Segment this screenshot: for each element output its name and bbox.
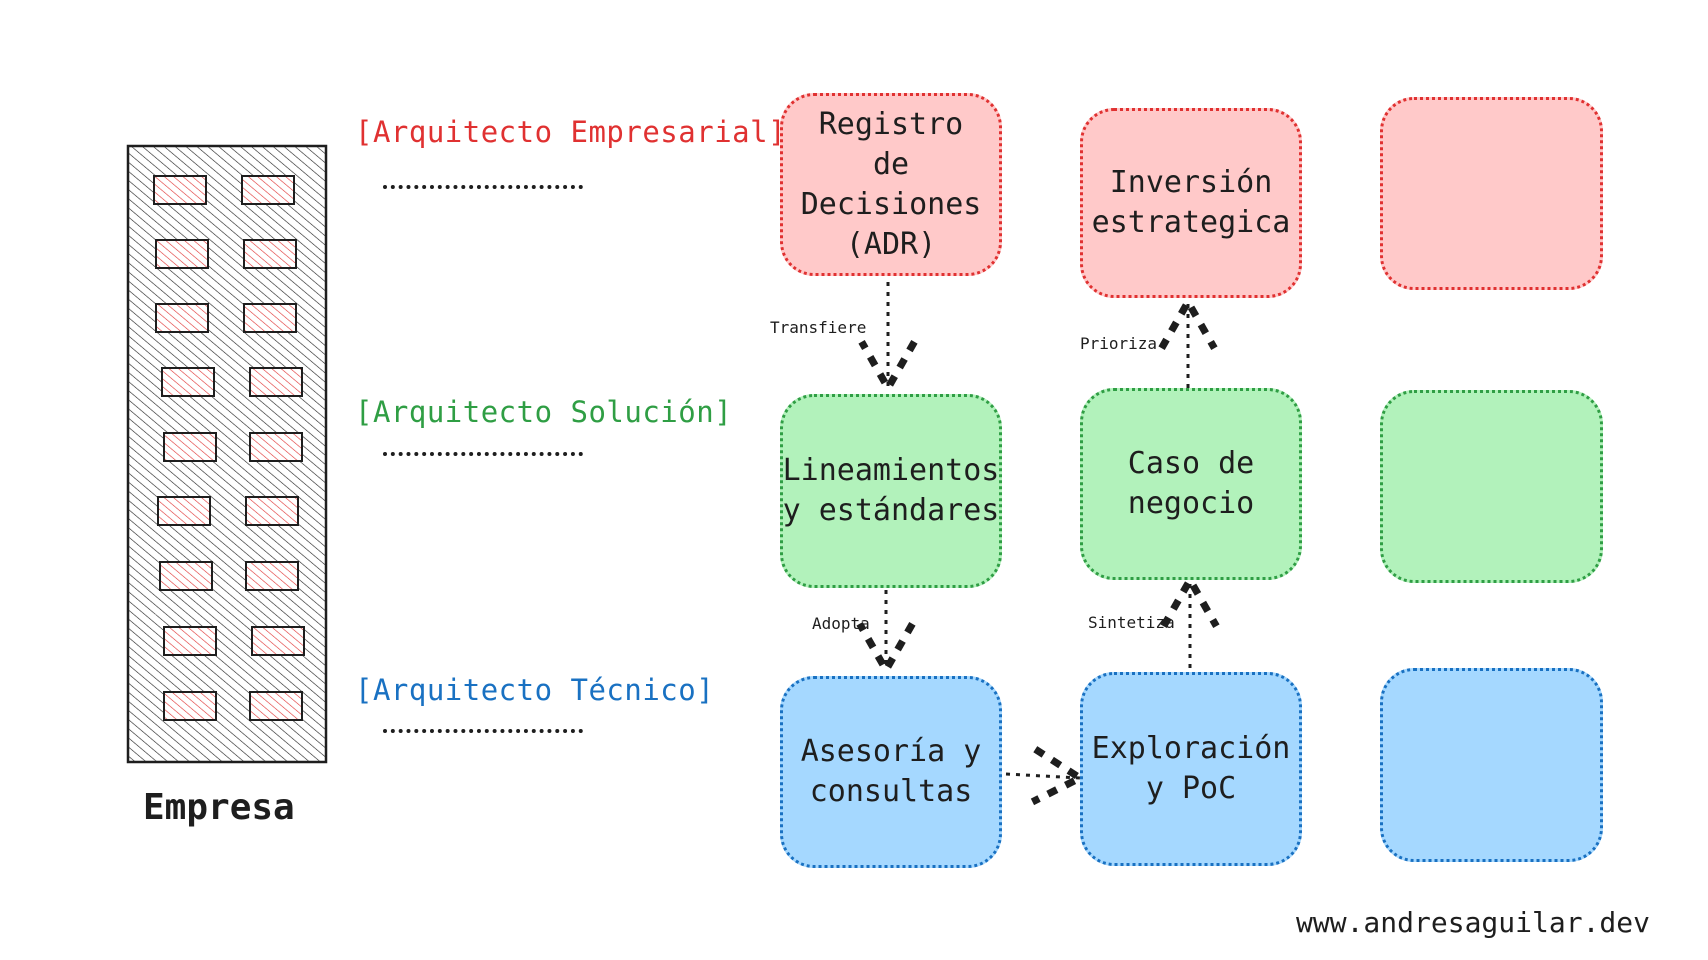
arrow-asesoria-exploracion	[1005, 774, 1080, 778]
edge-label-prioriza: Prioriza	[1080, 334, 1158, 353]
layer-label-solution: [Arquitecto Solución]	[355, 395, 733, 429]
building-window	[249, 432, 303, 462]
box-inversion-estrategica: Inversión estrategica	[1080, 108, 1302, 298]
box-lineamientos-estandares: Lineamientos y estándares	[780, 394, 1002, 588]
layer-label-enterprise: [Arquitecto Empresarial]	[355, 115, 787, 149]
building-window	[155, 239, 209, 269]
building-window	[251, 626, 305, 656]
building-caption: Empresa	[143, 787, 295, 828]
layer-connector-technical	[383, 729, 583, 733]
box-exploracion-poc: Exploración y PoC	[1080, 672, 1302, 866]
building-window	[249, 691, 303, 721]
edge-label-sintetiza: Sintetiza	[1088, 613, 1175, 632]
edge-label-transfiere: Transfiere	[770, 318, 867, 337]
building-window	[243, 239, 297, 269]
box-solution-empty	[1380, 390, 1603, 583]
box-enterprise-empty	[1380, 97, 1603, 290]
building	[126, 144, 328, 764]
building-window	[153, 175, 207, 205]
building-window	[163, 691, 217, 721]
building-window	[163, 432, 217, 462]
building-window	[161, 367, 215, 397]
layer-label-technical: [Arquitecto Técnico]	[355, 673, 715, 707]
building-window	[245, 496, 299, 526]
building-window	[159, 561, 213, 591]
edges	[886, 282, 1190, 778]
building-window	[243, 303, 297, 333]
edge-label-adopta: Adopta	[812, 614, 870, 633]
box-registro-decisiones: Registro de Decisiones (ADR)	[780, 93, 1002, 276]
box-caso-negocio: Caso de negocio	[1080, 388, 1302, 580]
website-link[interactable]: www.andresaguilar.dev	[1296, 906, 1651, 939]
building-window	[245, 561, 299, 591]
building-window	[163, 626, 217, 656]
building-window	[157, 496, 211, 526]
building-windows	[153, 175, 305, 721]
building-window	[155, 303, 209, 333]
layer-connector-solution	[383, 452, 583, 456]
box-technical-empty	[1380, 668, 1603, 862]
building-window	[249, 367, 303, 397]
building-window	[241, 175, 295, 205]
layer-connector-enterprise	[383, 185, 583, 189]
box-asesoria-consultas: Asesoría y consultas	[780, 676, 1002, 868]
